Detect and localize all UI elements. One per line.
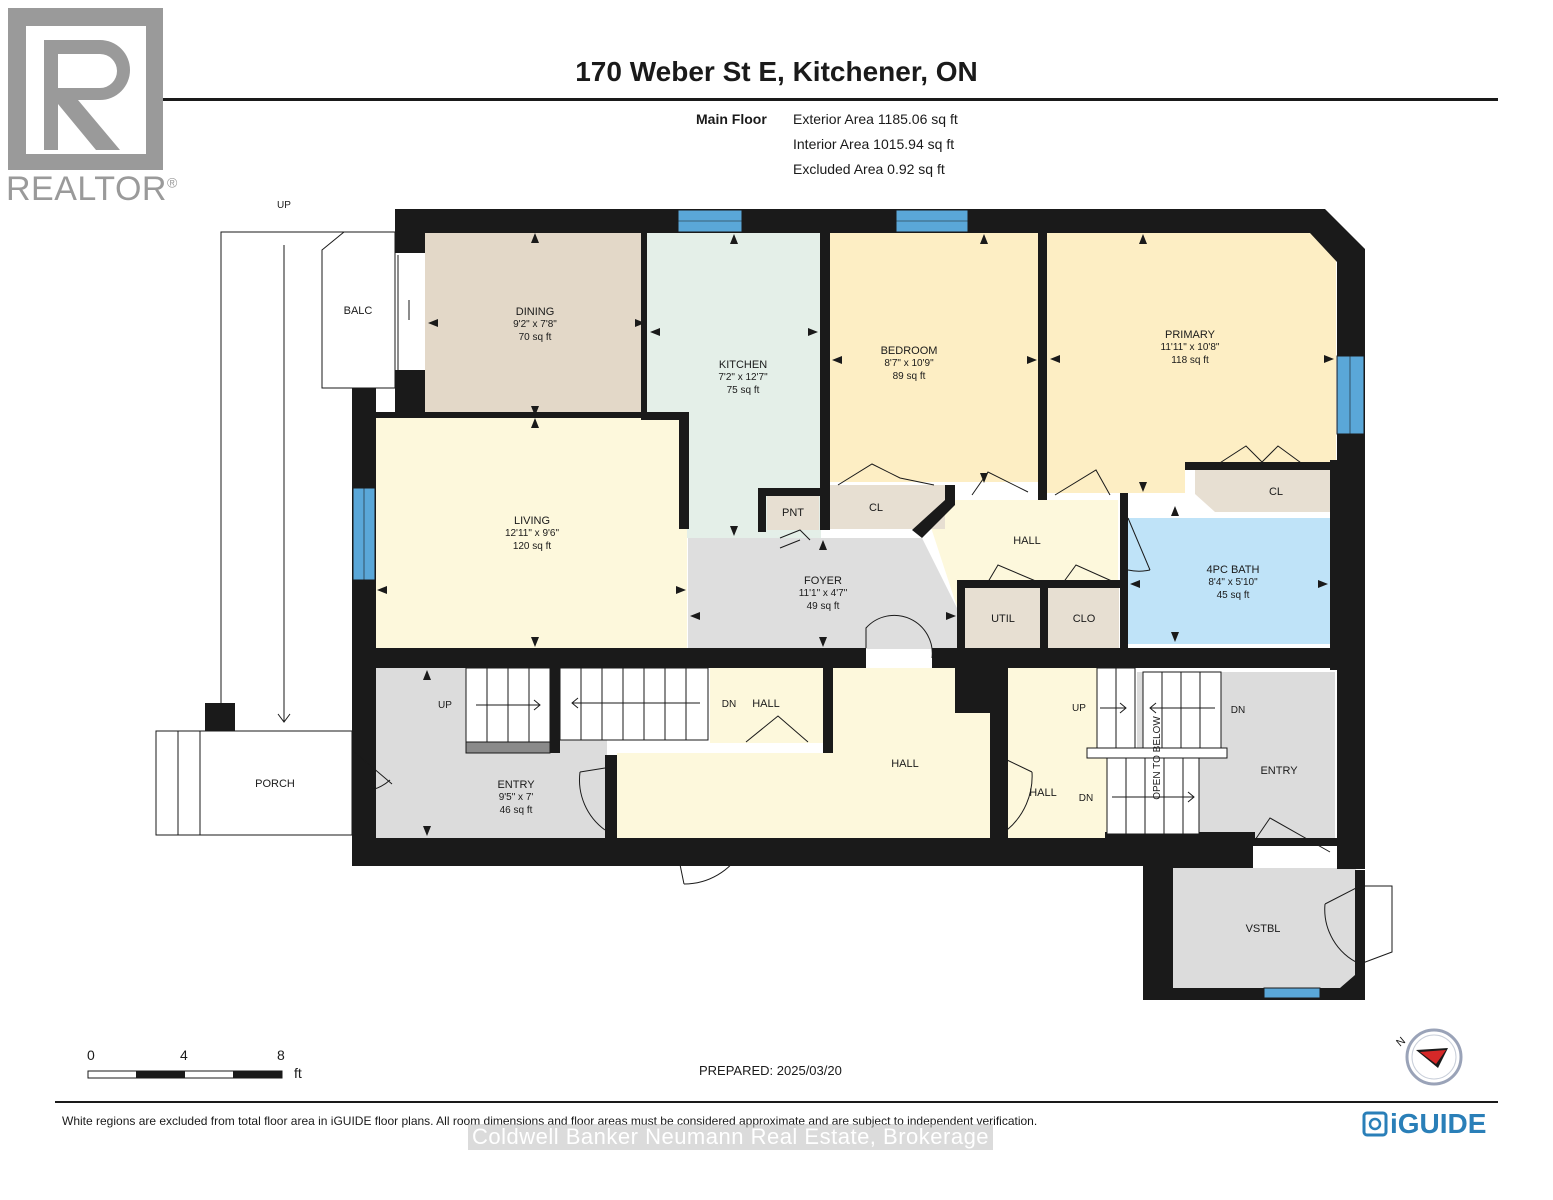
hall-stair-label: HALL [752, 698, 780, 710]
prepared-date: PREPARED: 2025/03/20 [699, 1063, 842, 1078]
iguide-logo-text: iGUIDE [1390, 1108, 1487, 1139]
scale-unit: ft [294, 1065, 302, 1081]
bath-label: 4PC BATH [1207, 564, 1260, 576]
up-entry-label: UP [438, 700, 452, 711]
compass-icon: N [1394, 1028, 1463, 1086]
cl-primary-label: CL [1269, 486, 1283, 498]
floor-name: Main Floor [696, 111, 767, 127]
pnt-label: PNT [782, 507, 804, 519]
entry-left-area: 46 sq ft [500, 805, 533, 816]
realtor-logo-text: REALTOR® [6, 170, 178, 208]
exterior-stairs [220, 231, 395, 731]
porch-label: PORCH [255, 778, 295, 790]
interior-walls [352, 230, 1338, 840]
cl-bedroom-label: CL [869, 502, 883, 514]
room-bath [1128, 518, 1330, 644]
balcony [321, 231, 396, 389]
footer-divider [55, 1101, 1498, 1103]
excluded-area: Excluded Area 0.92 sq ft [793, 161, 945, 177]
room-clo [1047, 587, 1119, 649]
dining-dims: 9'2" x 7'8" [513, 319, 557, 330]
room-vstbl [1172, 868, 1356, 988]
bedroom-label: BEDROOM [881, 345, 938, 357]
brokerage-watermark: Coldwell Banker Neumann Real Estate, Bro… [468, 1124, 994, 1150]
dn-stair-label: DN [722, 699, 736, 710]
scale-label-0: 0 [87, 1047, 95, 1063]
room-hall-center [617, 668, 992, 838]
porch [155, 730, 353, 836]
up-right-label: UP [1072, 703, 1086, 714]
staircases [465, 667, 1228, 835]
entry-right-label: ENTRY [1260, 765, 1298, 777]
page-title: 170 Weber St E, Kitchener, ON [575, 56, 978, 87]
balc-label: BALC [344, 305, 373, 317]
room-hall-stair [710, 668, 823, 743]
dining-label: DINING [516, 306, 555, 318]
dn-right-bottom-label: DN [1079, 793, 1093, 804]
scale-label-8: 8 [277, 1047, 285, 1063]
living-dims: 12'11" x 9'6" [505, 528, 560, 539]
foyer-label: FOYER [804, 575, 842, 587]
hall-center-label: HALL [891, 758, 919, 770]
scale-bar [87, 1070, 283, 1079]
bath-area: 45 sq ft [1217, 590, 1250, 601]
room-pnt [767, 496, 819, 530]
bedroom-dims: 8'7" x 10'9" [884, 358, 934, 369]
living-area: 120 sq ft [513, 541, 552, 552]
kitchen-dims: 7'2" x 12'7" [718, 372, 768, 383]
exterior-walls [352, 209, 1365, 1000]
dimension-markers [377, 233, 1334, 836]
room-primary [1047, 232, 1336, 493]
living-label: LIVING [514, 515, 550, 527]
room-dining [425, 230, 647, 417]
compass-north-label: N [1394, 1035, 1408, 1049]
bedroom-area: 89 sq ft [893, 371, 926, 382]
open-to-below-label: OPEN TO BELOW [1152, 716, 1163, 800]
primary-dims: 11'11" x 10'8" [1161, 342, 1220, 353]
bath-dims: 8'4" x 5'10" [1208, 577, 1258, 588]
primary-label: PRIMARY [1165, 329, 1216, 341]
entry-left-dims: 9'5" x 7' [499, 792, 534, 803]
room-living [375, 417, 687, 649]
hall-right-label: HALL [1029, 787, 1057, 799]
vstbl-label: VSTBL [1246, 923, 1281, 935]
kitchen-label: KITCHEN [719, 359, 767, 371]
room-bedroom [830, 232, 1040, 482]
room-cl-primary [1195, 470, 1336, 512]
primary-area: 118 sq ft [1171, 355, 1209, 366]
entry-left-label: ENTRY [497, 779, 535, 791]
foyer-area: 49 sq ft [807, 601, 840, 612]
util-label: UTIL [991, 613, 1015, 625]
dining-area: 70 sq ft [519, 332, 552, 343]
room-hall-upper [922, 500, 1118, 610]
hall-upper-label: HALL [1013, 535, 1041, 547]
kitchen-area: 75 sq ft [727, 385, 760, 396]
realtor-logo-icon [8, 8, 163, 170]
title-divider [55, 98, 1498, 101]
iguide-logo-icon [1362, 1111, 1388, 1137]
doors [351, 255, 1393, 965]
interior-area: Interior Area 1015.94 sq ft [793, 136, 955, 152]
foyer-dims: 11'1" x 4'7" [799, 588, 848, 599]
up-top-label: UP [277, 200, 291, 211]
room-util [965, 587, 1040, 649]
scale-label-4: 4 [180, 1047, 188, 1063]
clo-label: CLO [1073, 613, 1096, 625]
dn-right-top-label: DN [1231, 705, 1245, 716]
room-foyer [688, 538, 958, 649]
exterior-area: Exterior Area 1185.06 sq ft [793, 111, 958, 127]
